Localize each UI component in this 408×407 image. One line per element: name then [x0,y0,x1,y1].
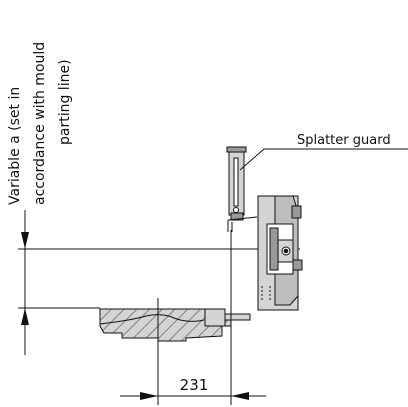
arrow-left-icon [231,392,249,400]
splatter-guard-label: Splatter guard [297,133,391,148]
dimension-231-label: 231 [180,376,209,394]
arrow-up-icon [21,308,29,325]
splatter-guard [226,146,258,232]
mould-part [99,308,251,342]
dimension-231 [120,392,266,400]
variable-a-label-line3: parting line) [57,59,73,145]
arrow-down-icon [21,232,29,249]
variable-a-label-line2: accordance with mould [32,42,48,205]
dimension-231-extension-lines [157,230,232,405]
splatter-guard-callout [239,148,408,171]
arrow-right-icon [140,392,158,400]
variable-a-dimension [18,210,300,355]
variable-a-label-line1: Variable a (set in [7,87,23,205]
variable-a-label: Variable a (set in accordance with mould… [7,42,73,205]
housing [257,195,303,311]
